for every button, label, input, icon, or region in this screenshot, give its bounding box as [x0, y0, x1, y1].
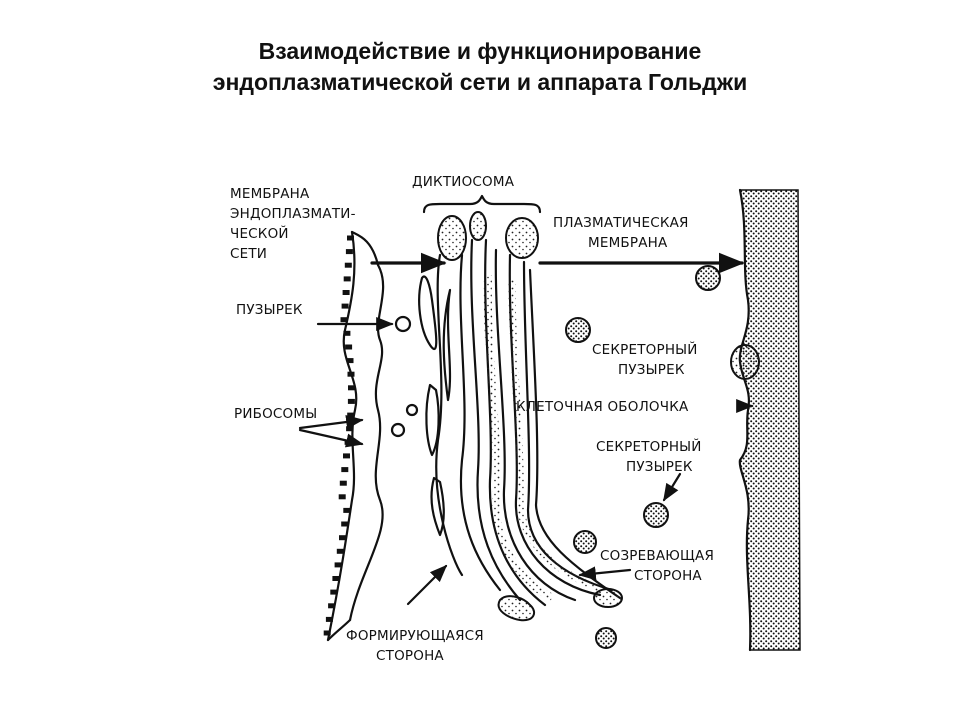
ribosome	[339, 480, 347, 486]
ribosome	[340, 317, 348, 323]
ribosome	[330, 589, 338, 595]
label-secretory-vesicle-1b: ПУЗЫРЕК	[618, 362, 685, 378]
arrow-ribosome-2	[298, 428, 364, 448]
ribosome	[347, 412, 355, 418]
ribosome	[343, 453, 350, 459]
secretory-vesicle	[643, 502, 669, 528]
arrow-ribosome-1	[298, 415, 364, 430]
title-line-2: эндоплазматической сети и аппарата Гольд…	[212, 69, 748, 95]
ribosome	[347, 371, 355, 377]
ribosome	[345, 344, 353, 350]
ribosome	[341, 521, 349, 527]
label-secretory-vesicle-2b: ПУЗЫРЕК	[626, 459, 693, 475]
transport-vesicle	[405, 403, 419, 417]
arrows	[298, 252, 754, 606]
secretory-vesicle	[695, 265, 721, 291]
cisterna-bulb	[437, 215, 467, 261]
dictyosome-brace	[422, 194, 542, 214]
label-plasma-membrane-1: ПЛАЗМАТИЧЕСКАЯ	[553, 215, 689, 231]
ribosome	[341, 467, 349, 473]
transport-vesicle	[394, 315, 412, 333]
label-er-membrane-3: ЧЕСКОЙ	[230, 224, 289, 242]
ribosome	[342, 290, 350, 295]
label-ribosomes: РИБОСОМЫ	[234, 406, 317, 422]
ribosome	[348, 385, 355, 391]
secretory-vesicle	[565, 317, 591, 343]
slide-title: Взаимодействие и функционирование эндопл…	[0, 36, 960, 98]
ribosome	[328, 603, 336, 609]
ribosome	[341, 303, 349, 309]
golgi-stack	[390, 211, 623, 622]
ribosome	[346, 358, 354, 364]
label-er-membrane-1: МЕМБРАНА	[230, 186, 310, 202]
ribosome	[323, 630, 331, 636]
ribosome	[343, 507, 351, 513]
title-line-1: Взаимодействие и функционирование	[258, 38, 702, 64]
transport-vesicle	[390, 422, 406, 438]
arrow-secretory-2	[662, 472, 682, 502]
ribosome	[325, 616, 333, 622]
cisterna-bulb	[505, 217, 539, 259]
ribosome	[339, 535, 346, 541]
label-plasma-membrane-2: МЕМБРАНА	[588, 235, 668, 251]
label-secretory-vesicle-1a: СЕКРЕТОРНЫЙ	[592, 340, 698, 358]
ribosome	[343, 330, 351, 336]
label-forming-side-1: ФОРМИРУЮЩАЯСЯ	[346, 628, 484, 644]
ribosome-group	[323, 235, 355, 636]
ribosome	[332, 576, 340, 581]
ribosome	[343, 276, 351, 282]
ribosome	[347, 398, 355, 404]
ribosome	[338, 494, 346, 500]
secretory-vesicle	[573, 530, 597, 554]
arrow-forming-side	[406, 564, 448, 606]
secretory-vesicles	[565, 265, 760, 649]
arrow-maturing-side	[578, 566, 632, 581]
label-vesicle: ПУЗЫРЕК	[236, 302, 303, 318]
ribosome	[345, 249, 353, 255]
label-forming-side-2: СТОРОНА	[376, 648, 444, 664]
label-maturing-side-1: СОЗРЕВАЮЩАЯ	[600, 548, 714, 564]
ribosome	[346, 426, 354, 432]
label-er-membrane-2: ЭНДОПЛАЗМАТИ-	[230, 206, 356, 222]
cell-wall	[738, 188, 801, 652]
label-maturing-side-2: СТОРОНА	[634, 568, 702, 584]
ribosome	[347, 235, 354, 241]
ribosome	[336, 548, 344, 554]
ribosome	[344, 262, 352, 268]
label-dictyosome: ДИКТИОСОМА	[412, 174, 515, 190]
secretory-vesicle-fusing	[730, 344, 760, 380]
er-membrane	[323, 230, 385, 642]
label-secretory-vesicle-2a: СЕКРЕТОРНЫЙ	[596, 437, 702, 455]
label-er-membrane-4: СЕТИ	[230, 246, 267, 262]
label-cell-wall: КЛЕТОЧНАЯ ОБОЛОЧКА	[516, 399, 689, 415]
cisterna-bulb	[469, 211, 487, 241]
secretory-vesicle	[595, 627, 617, 649]
diagram-labels: МЕМБРАНА ЭНДОПЛАЗМАТИ- ЧЕСКОЙ СЕТИ ПУЗЫР…	[230, 174, 714, 664]
ribosome	[334, 562, 342, 568]
